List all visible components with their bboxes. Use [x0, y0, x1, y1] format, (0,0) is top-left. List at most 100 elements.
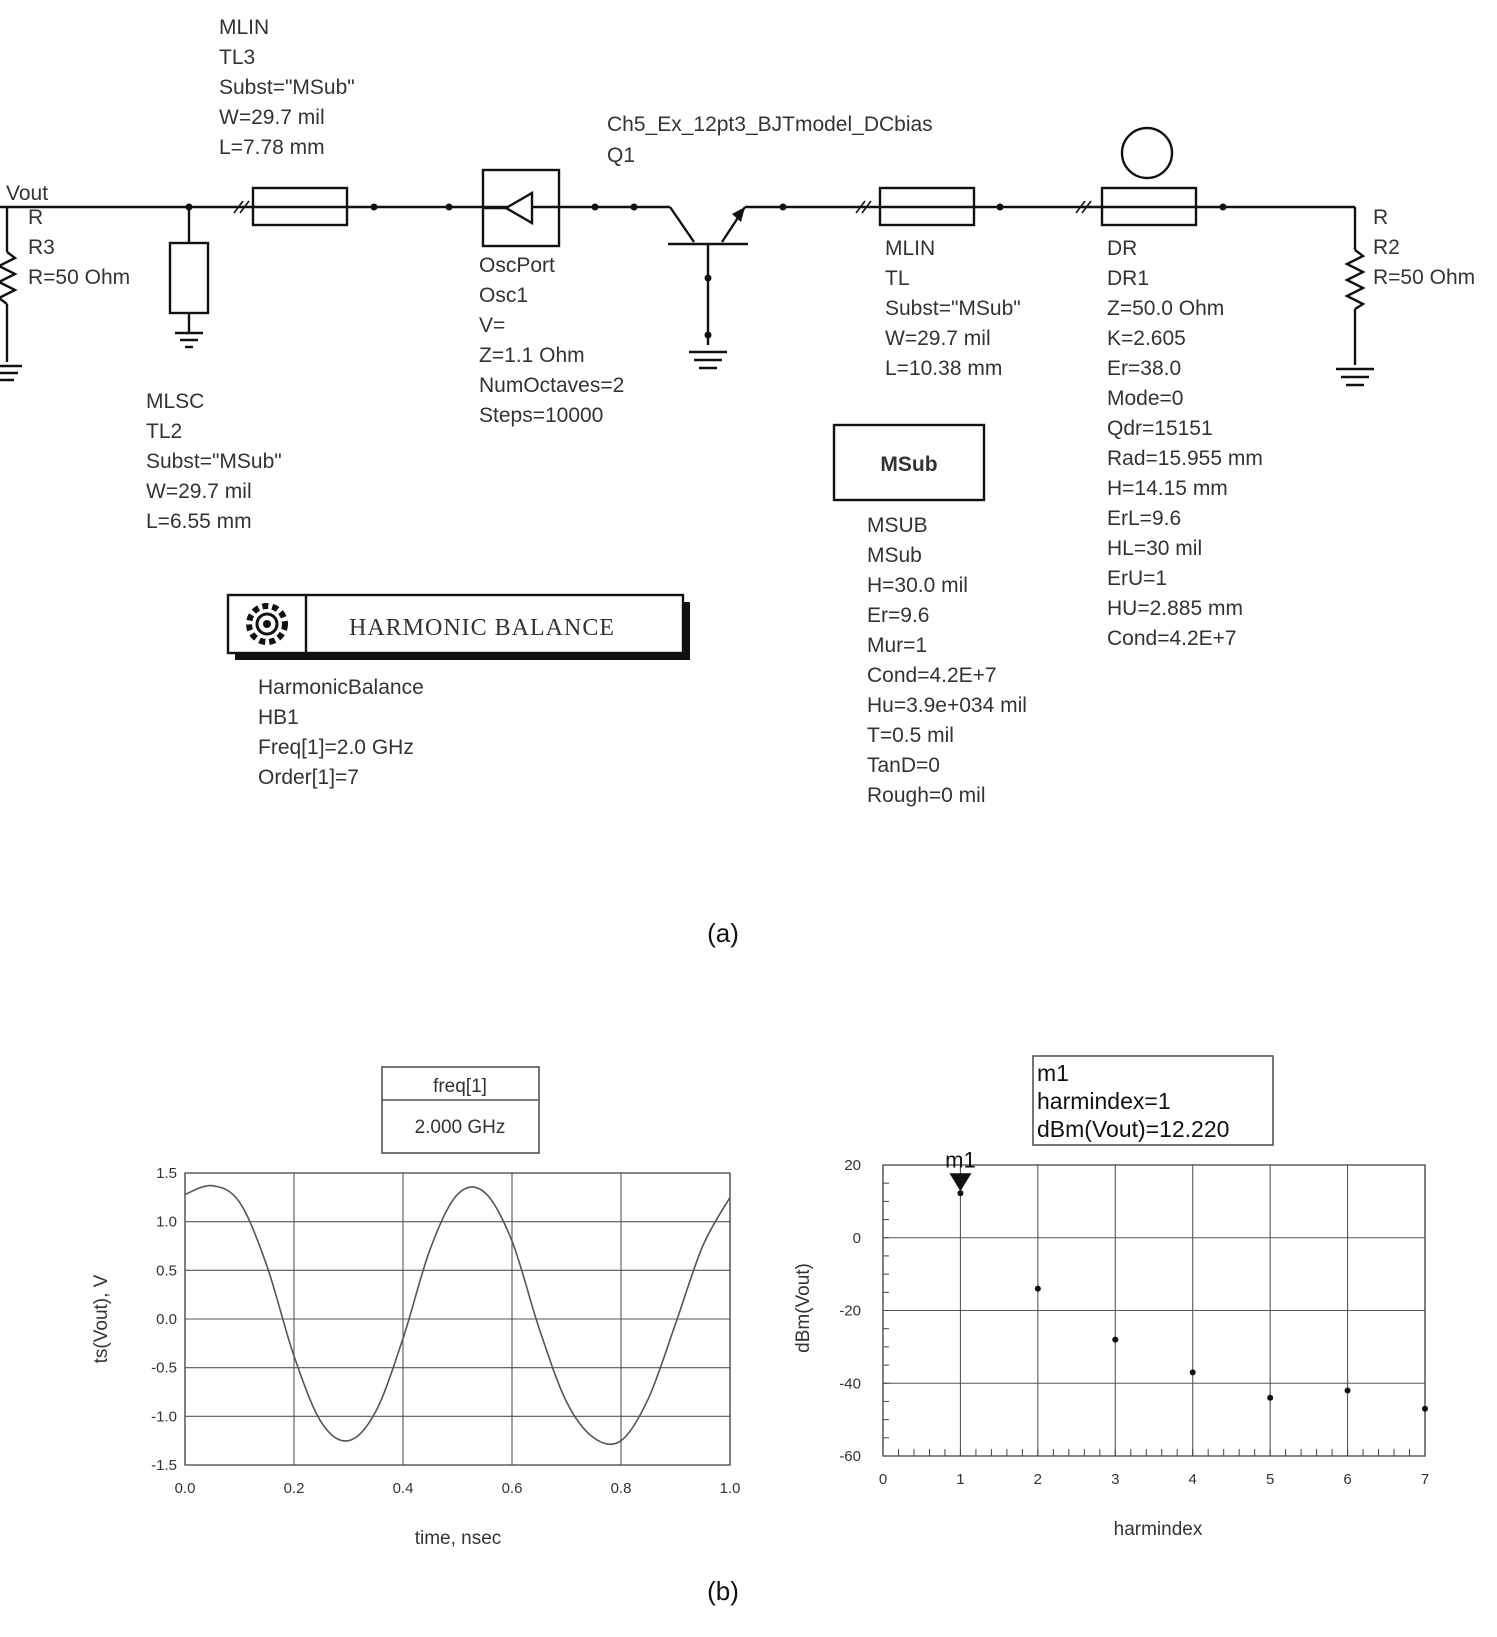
tl-label-4: L=10.38 mm [885, 357, 1002, 380]
resonator-dr1 [1075, 126, 1227, 227]
dr-label-13: Cond=4.2E+7 [1107, 627, 1237, 650]
spectrum-y-tick-3: -40 [839, 1375, 861, 1392]
time-y-tick-5: -1.0 [151, 1408, 177, 1425]
time-x-tick-2: 0.4 [393, 1480, 414, 1497]
spectrum-chart-y-ticks: 200-20-40-60 [839, 1157, 861, 1465]
dr-label-8: H=14.15 mm [1107, 477, 1228, 500]
tl2-label-2: Subst="MSub" [146, 450, 282, 473]
transistor-q1 [668, 203, 787, 370]
osc-label-2: V= [479, 314, 505, 337]
osc-label-3: Z=1.1 Ohm [479, 344, 585, 367]
freq-annotation-header: freq[1] [433, 1076, 487, 1097]
hb-label-0: HarmonicBalance [258, 676, 424, 699]
time-x-tick-1: 0.2 [284, 1480, 305, 1497]
time-chart-ylabel: ts(Vout), V [91, 1274, 112, 1363]
time-chart-grid [184, 1172, 731, 1466]
spectrum-x-tick-1: 1 [956, 1471, 964, 1488]
spectrum-x-tick-5: 5 [1266, 1471, 1274, 1488]
osc-label-5: Steps=10000 [479, 404, 603, 427]
msub-label-2: H=30.0 mil [867, 574, 968, 597]
tl3-label-4: L=7.78 mm [219, 136, 325, 159]
dr-label-4: Er=38.0 [1107, 357, 1181, 380]
tl3-label-3: W=29.7 mil [219, 106, 325, 129]
vout-waveform [184, 1184, 731, 1446]
osc-label-1: Osc1 [479, 284, 528, 307]
dr-label-7: Rad=15.955 mm [1107, 447, 1263, 470]
harmonic-balance-title: HARMONIC BALANCE [349, 615, 615, 641]
msub-label-7: T=0.5 mil [867, 724, 954, 747]
tl3-label-2: Subst="MSub" [219, 76, 355, 99]
dr-label-1: DR1 [1107, 267, 1149, 290]
marker-m1-label: m1 [945, 1147, 976, 1172]
msub-label-0: MSUB [867, 514, 928, 537]
spectrum-chart-minor-ticks [882, 1164, 1426, 1457]
msub-label-8: TanD=0 [867, 754, 940, 777]
msub-label-5: Cond=4.2E+7 [867, 664, 997, 687]
dr-label-10: HL=30 mil [1107, 537, 1202, 560]
msub-box-label: MSub [880, 453, 937, 476]
r2-label-1: R2 [1373, 236, 1400, 259]
dr-label-12: HU=2.885 mm [1107, 597, 1243, 620]
msub-label-6: Hu=3.9e+034 mil [867, 694, 1027, 717]
r3-label-0: R [28, 206, 43, 229]
tl-label-0: MLIN [885, 237, 935, 260]
spectrum-point-6 [1422, 1405, 1428, 1412]
time-y-tick-2: 0.5 [156, 1262, 177, 1279]
r2-label-0: R [1373, 206, 1388, 229]
marker-readout-line-0: m1 [1037, 1060, 1069, 1086]
spectrum-x-tick-3: 3 [1111, 1471, 1119, 1488]
resistor-r3 [0, 207, 22, 382]
q1-label-1: Q1 [607, 144, 635, 167]
time-chart-y-ticks: 1.51.00.50.0-0.5-1.0-1.5 [151, 1165, 177, 1474]
dr-label-2: Z=50.0 Ohm [1107, 297, 1224, 320]
dr-label-6: Qdr=15151 [1107, 417, 1213, 440]
marker-m1: m1 [945, 1147, 976, 1192]
hb-label-3: Order[1]=7 [258, 766, 359, 789]
dr-label-11: ErU=1 [1107, 567, 1167, 590]
gear-icon [246, 603, 288, 645]
marker-readout-line-1: harmindex=1 [1037, 1088, 1171, 1114]
r2-label-2: R=50 Ohm [1373, 266, 1475, 289]
freq-annotation-box: freq[1] 2.000 GHz [381, 1066, 540, 1154]
spectrum-point-4 [1267, 1394, 1274, 1401]
spectrum-points [957, 1190, 1428, 1412]
osc-label-4: NumOctaves=2 [479, 374, 624, 397]
tl-label-2: Subst="MSub" [885, 297, 1021, 320]
msub-box [832, 423, 986, 502]
time-y-tick-4: -0.5 [151, 1360, 177, 1377]
osc-label-0: OscPort [479, 254, 555, 277]
marker-readout-line-2: dBm(Vout)=12.220 [1037, 1116, 1229, 1142]
spectrum-y-tick-1: 0 [853, 1230, 861, 1247]
spectrum-chart-ylabel: dBm(Vout) [793, 1263, 814, 1353]
time-x-tick-3: 0.6 [502, 1480, 523, 1497]
q1-label-0: Ch5_Ex_12pt3_BJTmodel_DCbias [607, 113, 933, 136]
tl2-label-1: TL2 [146, 420, 182, 443]
osc-port [445, 168, 638, 248]
tl-label-3: W=29.7 mil [885, 327, 991, 350]
line-tl3 [233, 186, 378, 227]
time-y-tick-3: 0.0 [156, 1311, 177, 1328]
msub-label-1: MSub [867, 544, 922, 567]
spectrum-point-5 [1344, 1387, 1351, 1394]
spectrum-x-tick-0: 0 [879, 1471, 887, 1488]
tl2-label-3: W=29.7 mil [146, 480, 252, 503]
spectrum-x-tick-6: 6 [1343, 1471, 1351, 1488]
spectrum-x-tick-7: 7 [1421, 1471, 1429, 1488]
tl3-label-0: MLIN [219, 16, 269, 39]
vout-label: Vout [6, 182, 48, 205]
marker-m1-triangle [949, 1173, 972, 1192]
time-x-tick-5: 1.0 [720, 1480, 741, 1497]
harmonic-balance-box: HARMONIC BALANCE [226, 593, 690, 660]
spectrum-point-0 [957, 1190, 964, 1197]
time-y-tick-6: -1.5 [151, 1457, 177, 1474]
caption-b: (b) [707, 1576, 739, 1606]
marker-readout-box: m1 harmindex=1 dBm(Vout)=12.220 [1032, 1055, 1274, 1146]
spectrum-point-1 [1034, 1285, 1041, 1292]
time-chart-xlabel: time, nsec [415, 1528, 502, 1549]
r3-label-1: R3 [28, 236, 55, 259]
time-x-tick-4: 0.8 [611, 1480, 632, 1497]
